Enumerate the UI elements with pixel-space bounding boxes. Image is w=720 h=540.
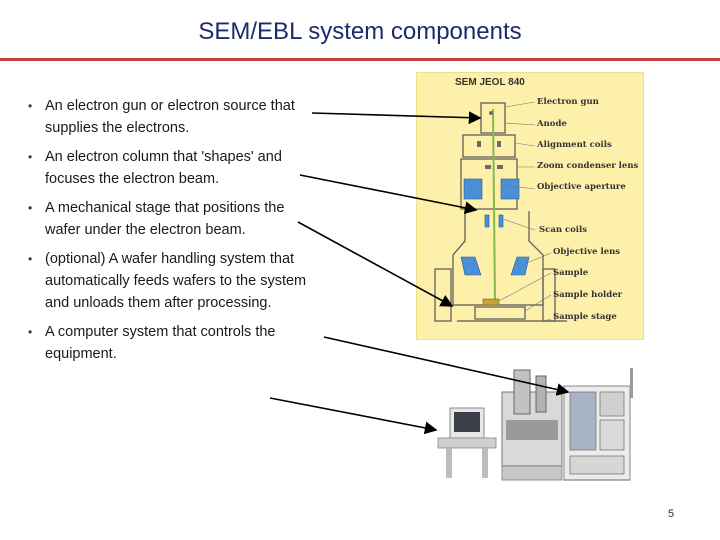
label-sample: Sample — [553, 268, 589, 278]
label-sample-stage: Sample stage — [553, 312, 617, 322]
bullet-electron-gun: An electron gun or electron source that … — [28, 95, 318, 139]
bullet-text: An electron gun or electron source that … — [45, 98, 295, 136]
label-objective-aperture: Objective aperture — [537, 182, 626, 192]
ebl-system-photo — [437, 368, 633, 481]
bullet-electron-column: An electron column that 'shapes' and foc… — [28, 146, 318, 190]
bullet-text: A mechanical stage that positions the wa… — [45, 200, 285, 238]
slide-title: SEM/EBL system components — [198, 18, 522, 45]
label-electron-gun: Electron gun — [537, 97, 599, 107]
label-sample-holder: Sample holder — [553, 290, 623, 300]
bullet-computer-system: A computer system that controls the equi… — [28, 321, 318, 365]
arrow-computer-system — [269, 397, 438, 435]
bullet-mechanical-stage: A mechanical stage that positions the wa… — [28, 197, 318, 241]
bullet-text: (optional) A wafer handling system that … — [45, 251, 307, 311]
label-anode: Anode — [537, 119, 567, 129]
label-objective-lens: Objective lens — [553, 247, 621, 257]
bullet-wafer-handling: (optional) A wafer handling system that … — [28, 248, 318, 314]
label-zoom-condenser-lens: Zoom condenser lens — [537, 161, 639, 171]
title-divider — [0, 58, 720, 61]
label-scan-coils: Scan coils — [539, 225, 588, 235]
bullet-text: A computer system that controls the equi… — [45, 324, 276, 362]
bullet-text: An electron column that 'shapes' and foc… — [45, 149, 282, 187]
label-alignment-coils: Alignment coils — [537, 140, 612, 150]
diagram-header: SEM JEOL 840 — [455, 77, 525, 88]
bullet-list: An electron gun or electron source that … — [28, 95, 318, 372]
sem-diagram: SEM JEOL 840 Electron gun Anode Alignmen… — [416, 72, 644, 340]
page-number: 5 — [668, 508, 675, 520]
